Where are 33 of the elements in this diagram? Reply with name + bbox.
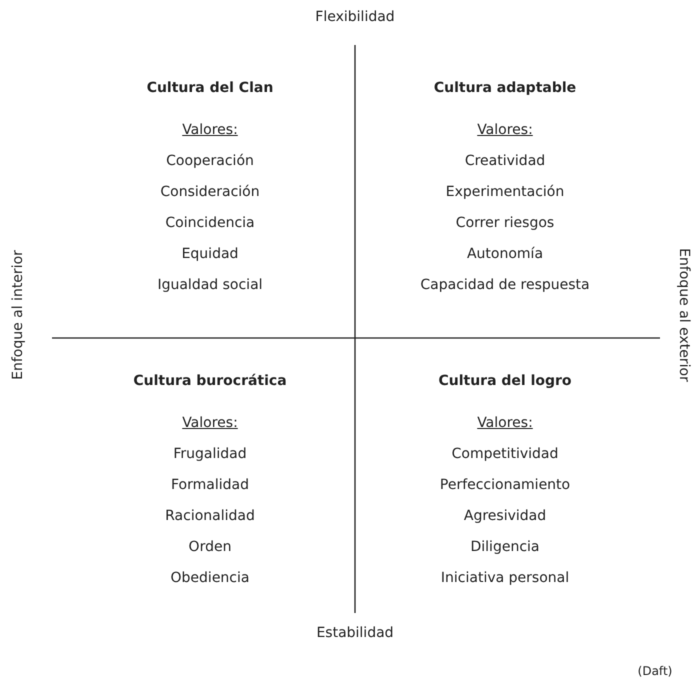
axis-label: Enfoque al exterior — [676, 248, 692, 382]
value-item: Capacidad de respuesta — [420, 277, 590, 293]
value-item: Equidad — [182, 246, 238, 262]
value-item: Perfeccionamiento — [440, 477, 570, 493]
section-heading: Valores: — [477, 122, 533, 138]
section-heading: Valores: — [477, 415, 533, 431]
quadrant-title: Cultura burocrática — [133, 373, 287, 389]
value-item: Competitividad — [452, 446, 558, 462]
section-heading: Valores: — [182, 415, 238, 431]
value-item: Cooperación — [166, 153, 254, 169]
value-item: Coincidencia — [165, 215, 255, 231]
value-item: Racionalidad — [165, 508, 255, 524]
value-item: Igualdad social — [157, 277, 263, 293]
quadrant-title: Cultura adaptable — [434, 80, 576, 96]
value-item: Obediencia — [170, 570, 250, 586]
quadrant-title: Cultura del logro — [438, 373, 572, 389]
value-item: Orden — [188, 539, 232, 555]
value-item: Consideración — [160, 184, 260, 200]
value-item: Autonomía — [466, 246, 544, 262]
value-item: Correr riesgos — [456, 215, 554, 231]
value-item: Experimentación — [446, 184, 564, 200]
value-item: Diligencia — [470, 539, 540, 555]
value-item: Formalidad — [171, 477, 249, 493]
value-item: Frugalidad — [173, 446, 247, 462]
section-heading: Valores: — [182, 122, 238, 138]
axis-label: Enfoque al interior — [10, 250, 26, 380]
source-note: (Daft) — [638, 664, 672, 678]
axis-label: Flexibilidad — [315, 9, 395, 25]
value-item: Creatividad — [464, 153, 546, 169]
axis-label: Estabilidad — [316, 625, 394, 641]
value-item: Iniciativa personal — [440, 570, 570, 586]
value-item: Agresividad — [464, 508, 546, 524]
quadrant-title: Cultura del Clan — [146, 80, 274, 96]
